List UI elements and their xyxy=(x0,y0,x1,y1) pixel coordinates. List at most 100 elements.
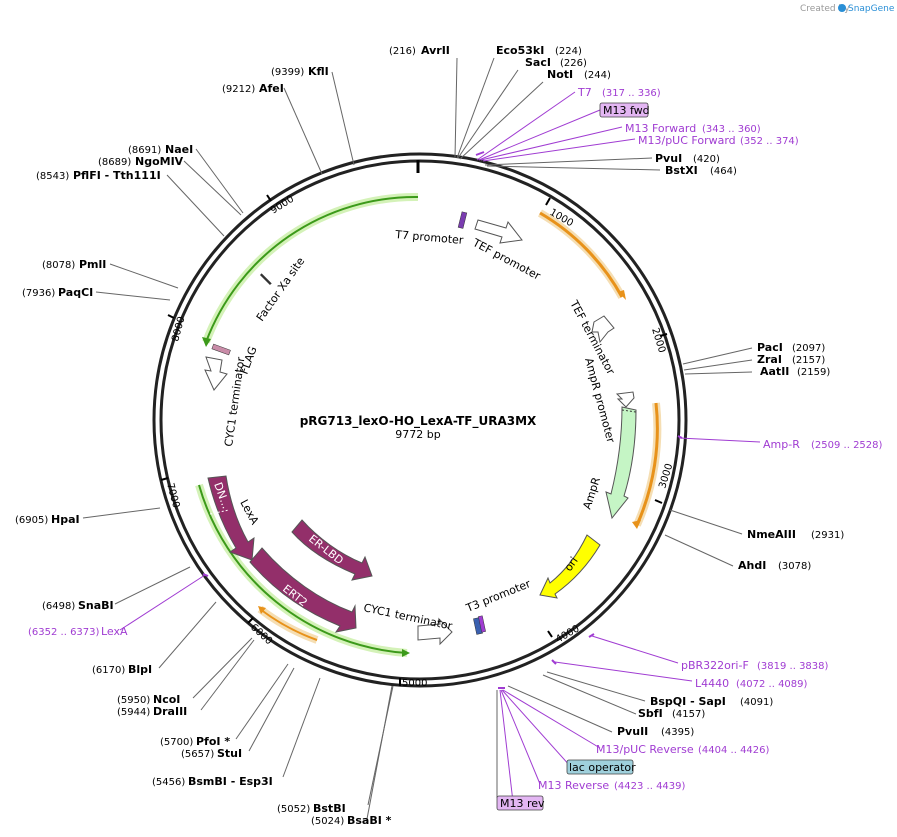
site-name: DraIII xyxy=(153,705,187,718)
tick-mark xyxy=(160,477,169,481)
ampr-promoter-arrow xyxy=(615,391,635,408)
leader-line xyxy=(200,639,255,711)
label-flag: FLAG xyxy=(238,345,260,376)
leader-line xyxy=(331,71,355,166)
site-pos: (8691) xyxy=(128,145,161,156)
site-name: NcoI xyxy=(153,693,180,706)
ampr-orange-arc xyxy=(635,402,659,526)
tef-promoter-arrow xyxy=(474,219,523,244)
site-name: AhdI xyxy=(738,559,766,572)
backbone-outer xyxy=(152,152,688,688)
site-pos: (4395) xyxy=(661,727,694,738)
site-name: KflI xyxy=(308,65,329,78)
primer-mark xyxy=(677,435,683,439)
site-name: BsmBI - Esp3I xyxy=(188,775,273,788)
leader-line xyxy=(546,671,646,702)
leader-line xyxy=(109,263,179,289)
site-name: SacI xyxy=(525,56,551,69)
site-name: NotI xyxy=(547,68,573,81)
snapgene-watermark: Created by SnapGene xyxy=(800,4,895,14)
primer-pos: (4423 .. 4439) xyxy=(614,781,686,792)
lac-operator-box-bg xyxy=(566,759,634,775)
primer-name: pBR322ori-F xyxy=(681,659,749,672)
primer-name: T7 xyxy=(577,86,592,99)
site-pos: (4157) xyxy=(672,709,705,720)
lexa-dn-arrow xyxy=(207,475,255,561)
site-name: NgoMIV xyxy=(135,155,184,168)
t3-primer-marker xyxy=(478,615,486,633)
leader-line xyxy=(235,663,289,740)
lac-operator-box: lac operator xyxy=(566,759,636,775)
leader-line xyxy=(183,160,242,216)
label-cyc1-terminator-bottom: CYC1 terminator xyxy=(362,601,453,633)
site-name: Eco53kI xyxy=(496,44,544,57)
primer-pos: (317 .. 336) xyxy=(602,88,661,99)
tick-mark xyxy=(266,194,272,202)
primer-name: Amp-R xyxy=(763,438,800,451)
label-ampr: AmpR xyxy=(580,475,603,511)
leader-line xyxy=(283,87,323,175)
primer-pos: (2509 .. 2528) xyxy=(811,440,883,451)
site-pos: (5657) xyxy=(181,749,214,760)
site-name: PvuII xyxy=(617,725,648,738)
site-pos: (6498) xyxy=(42,601,75,612)
factor-xa-marker-inner xyxy=(261,272,273,284)
primer-marks xyxy=(202,151,683,689)
arrow-head xyxy=(202,337,211,347)
primer-leader-line xyxy=(480,126,623,161)
primer-leader-line xyxy=(476,91,576,161)
leader-line xyxy=(542,674,637,715)
site-name: PaqCI xyxy=(58,286,93,299)
site-name: NmeAIII xyxy=(747,528,796,541)
primer-leader-line xyxy=(119,574,206,631)
site-pos: (6905) xyxy=(15,515,48,526)
arrow-head xyxy=(402,649,410,657)
snapgene-logo-icon xyxy=(838,4,846,12)
tick-mark xyxy=(547,630,553,638)
site-pos: (464) xyxy=(710,166,737,177)
label-factor-xa-site: Factor Xa site xyxy=(254,255,308,324)
leader-line xyxy=(166,174,225,237)
label-t3-promoter: T3 promoter xyxy=(463,577,533,615)
leader-line xyxy=(366,685,393,820)
site-name: PvuI xyxy=(655,152,682,165)
site-name: AatII xyxy=(760,365,789,378)
site-name: NaeI xyxy=(165,143,193,156)
factor-xa-marker xyxy=(259,272,273,286)
m13-rev-label: M13 rev xyxy=(500,797,545,810)
leader-line xyxy=(486,165,661,171)
primer-pos: (4404 .. 4426) xyxy=(698,745,770,756)
leader-line xyxy=(459,81,544,160)
site-name: AfeI xyxy=(259,82,284,95)
primer-name: M13 Forward xyxy=(625,122,696,135)
primer-pos: (6352 .. 6373) xyxy=(28,627,100,638)
primer-pos: (3819 .. 3838) xyxy=(757,661,829,672)
site-pos: (5950) xyxy=(117,695,150,706)
site-name: StuI xyxy=(217,747,242,760)
leader-lines xyxy=(82,57,753,820)
leader-line xyxy=(456,57,495,159)
primer-leader-line xyxy=(478,109,601,161)
t7-promoter-marker xyxy=(457,211,468,229)
cyc1-terminator-left-arrow xyxy=(204,356,228,391)
label-t7-promoter: T7 promoter xyxy=(394,228,465,247)
primer-pos: (4072 .. 4089) xyxy=(736,679,808,690)
leader-line xyxy=(248,667,295,752)
primer-name: L4440 xyxy=(695,677,729,690)
site-pos: (216) xyxy=(389,46,416,57)
site-pos: (9399) xyxy=(271,67,304,78)
m13-rev-box-bg xyxy=(496,795,544,811)
site-name: PmlI xyxy=(79,258,106,271)
tef-promoter-orange-arc xyxy=(539,211,624,298)
primer-name: M13/pUC Reverse xyxy=(596,743,694,756)
site-pos: (8078) xyxy=(42,260,75,271)
flag-marker xyxy=(211,343,231,356)
tick-mark xyxy=(167,314,175,319)
site-pos: (2097) xyxy=(792,343,825,354)
site-name: BstXI xyxy=(665,164,698,177)
m13-fwd-box: M13 fwd xyxy=(599,102,650,118)
svg-text:Created by: Created by xyxy=(800,4,850,14)
primer-leader-line xyxy=(500,689,541,785)
tick-marks xyxy=(160,194,668,686)
site-pos: (5456) xyxy=(152,777,185,788)
